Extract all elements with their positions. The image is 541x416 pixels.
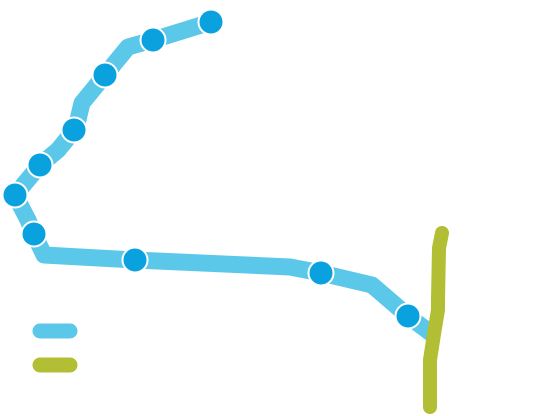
station-marker[interactable] xyxy=(20,220,48,248)
station-group xyxy=(1,8,422,330)
green-line-route[interactable] xyxy=(423,226,449,414)
station-marker[interactable] xyxy=(26,151,54,179)
blue-line-route[interactable] xyxy=(6,13,441,343)
station-marker[interactable] xyxy=(60,116,88,144)
station-marker[interactable] xyxy=(1,181,29,209)
map-legend xyxy=(32,323,78,373)
station-marker[interactable] xyxy=(91,61,119,89)
station-marker[interactable] xyxy=(139,26,167,54)
station-marker[interactable] xyxy=(394,302,422,330)
station-marker[interactable] xyxy=(121,246,149,274)
station-marker[interactable] xyxy=(307,259,335,287)
station-marker[interactable] xyxy=(197,8,225,36)
